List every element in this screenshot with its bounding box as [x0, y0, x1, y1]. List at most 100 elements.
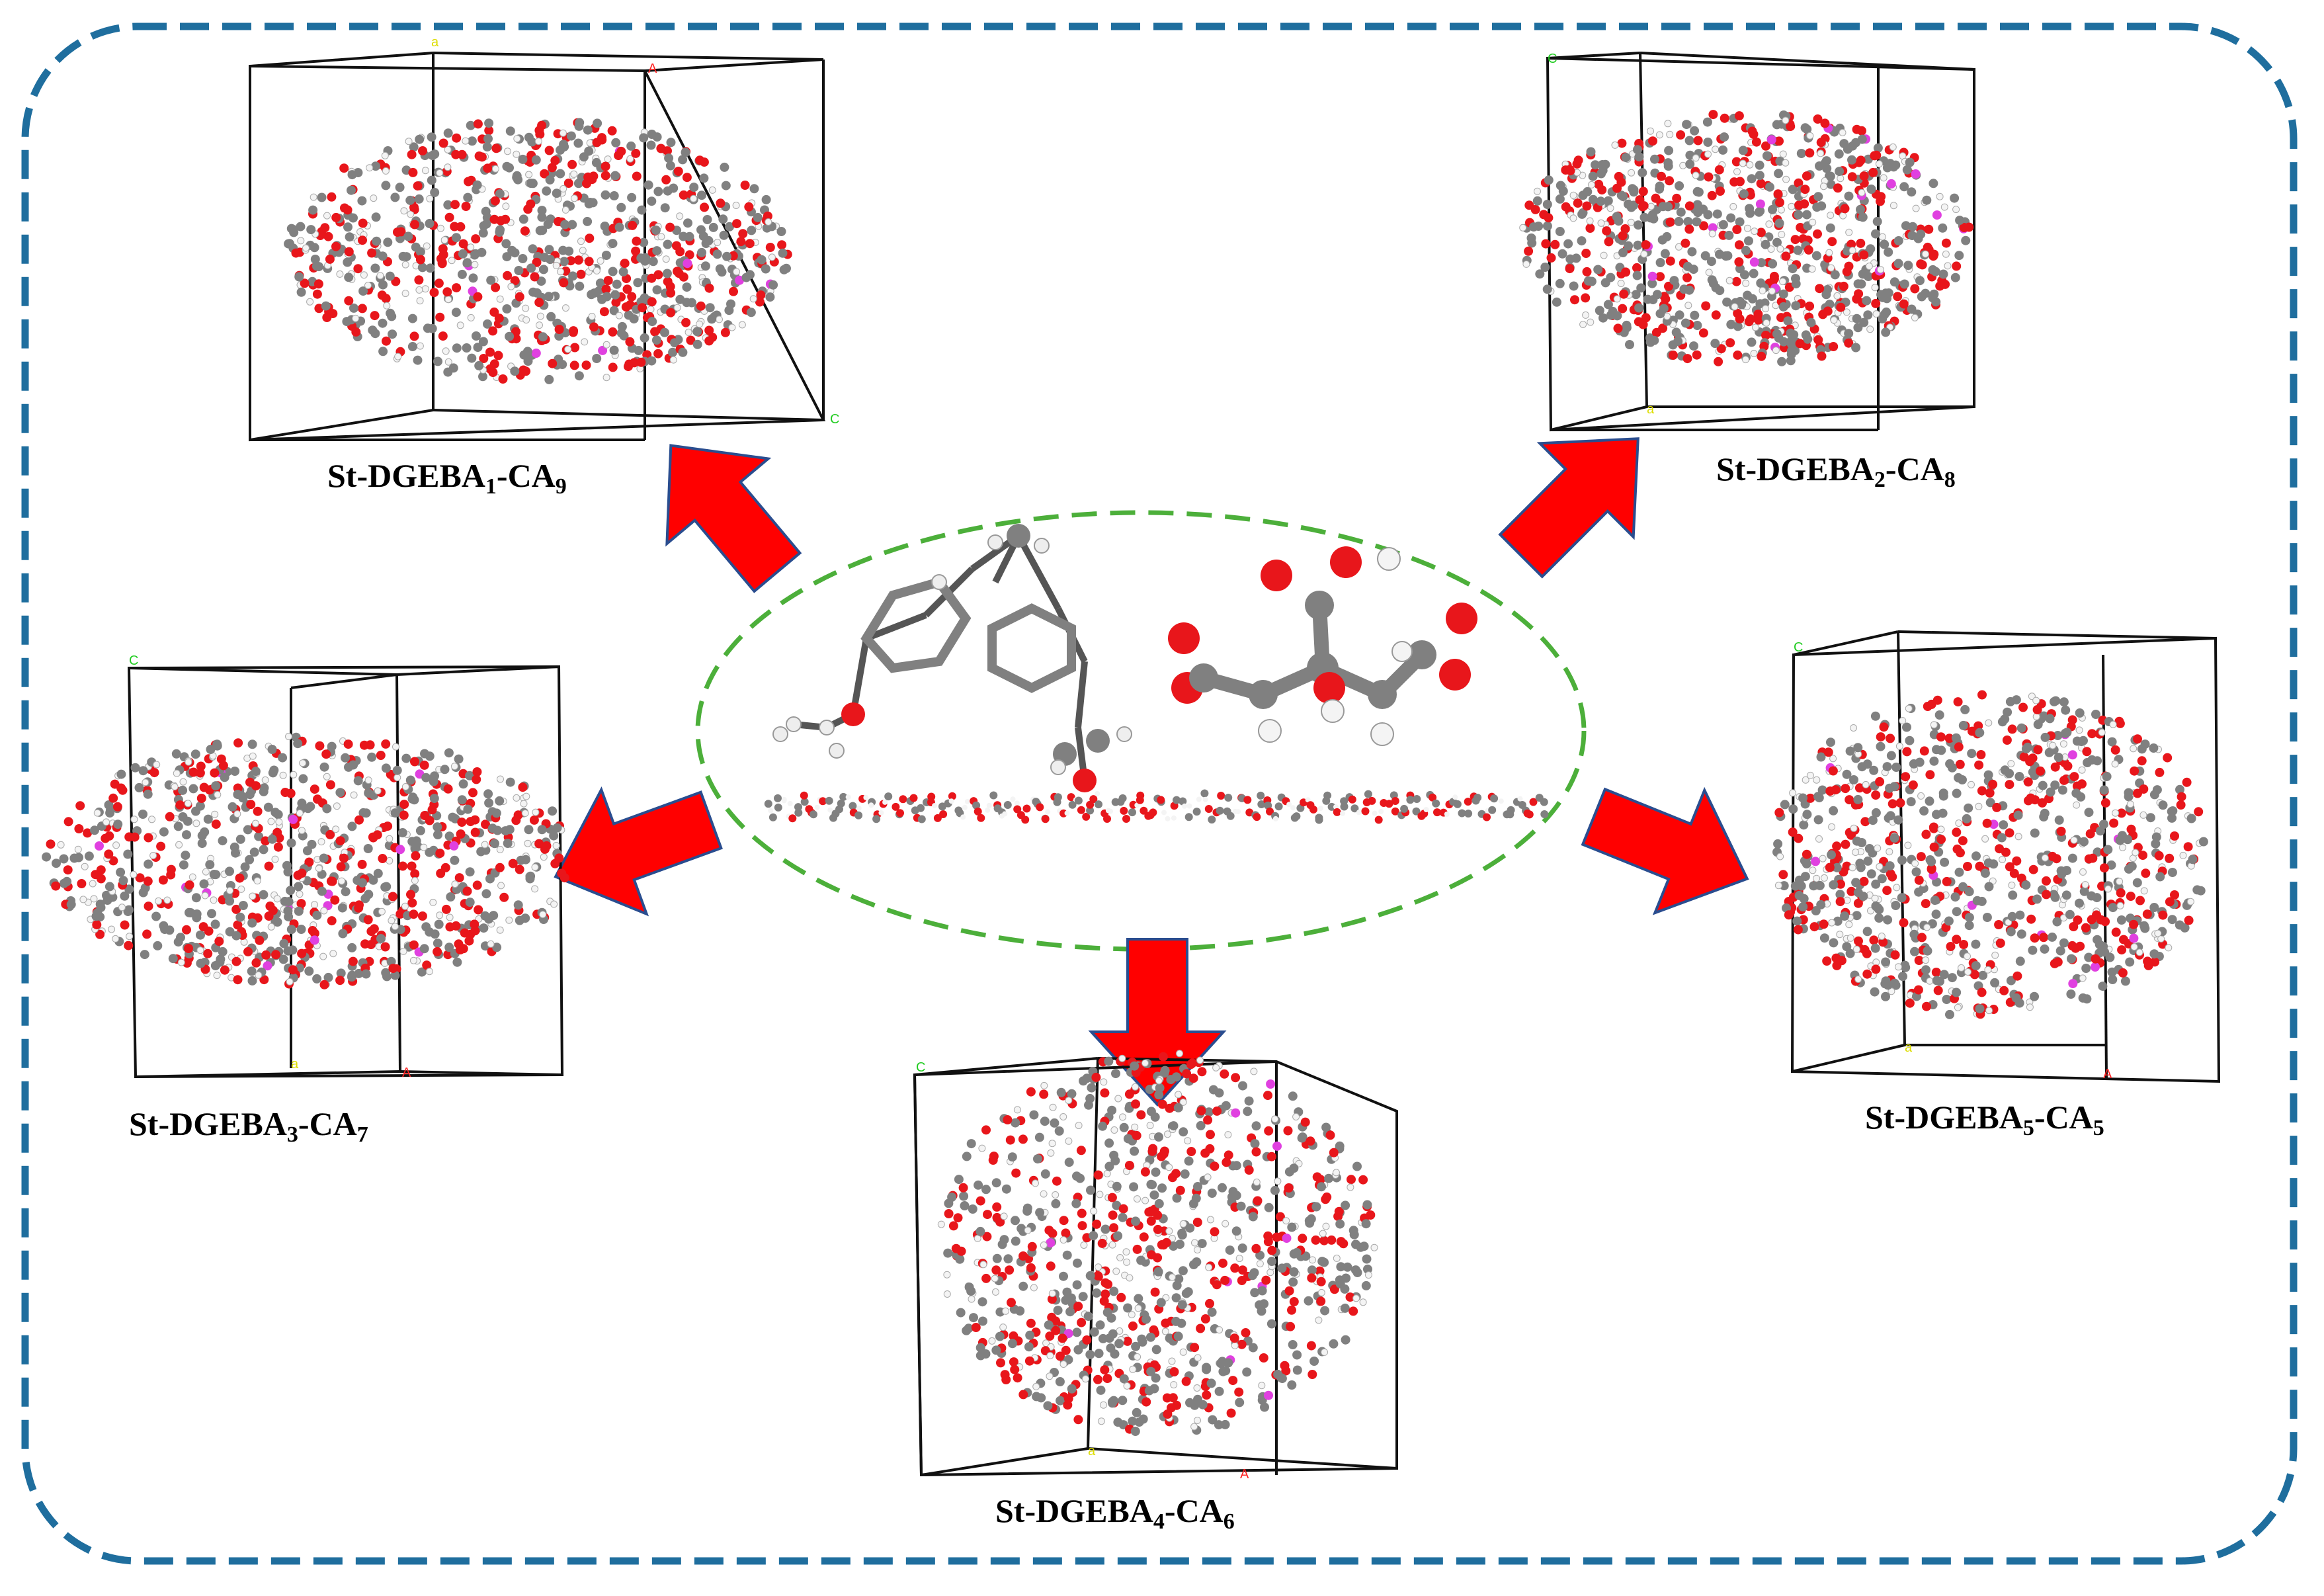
svg-text:C: C [830, 412, 839, 427]
starch-atom [878, 810, 884, 816]
starch-atom [1391, 797, 1399, 805]
svg-text:C: C [129, 653, 138, 668]
dgeba-atoms [772, 524, 1132, 792]
starch-atom [974, 807, 982, 816]
starch-atom [1348, 795, 1356, 804]
svg-text:A: A [402, 1066, 411, 1080]
starch-atom [989, 791, 998, 800]
starch-atom [814, 804, 820, 810]
citric-acid-molecule [1168, 546, 1477, 746]
starch-atom [1128, 808, 1136, 817]
starch-atom [899, 795, 907, 804]
starch-atom [1182, 803, 1187, 809]
starch-atom [1361, 807, 1370, 816]
starch-atom [1412, 807, 1421, 816]
starch-atom [1179, 797, 1187, 806]
starch-atom [1120, 806, 1128, 815]
dgeba-rings [860, 576, 1076, 693]
starch-atom [1327, 802, 1336, 811]
starch-atom [837, 799, 845, 808]
model-box-3 [127, 665, 564, 1079]
starch-atom [1002, 811, 1008, 817]
starch-atom [1540, 810, 1549, 818]
starch-atom [827, 807, 833, 813]
starch-atom [1192, 808, 1201, 816]
starch-atom [1149, 808, 1157, 817]
starch-atom [819, 797, 827, 806]
starch-atom [863, 794, 869, 800]
starch-atom [1507, 806, 1515, 814]
starch-atom [856, 805, 862, 811]
starch-atom [1433, 808, 1441, 817]
starch-atom [1208, 816, 1216, 824]
starch-atom [781, 798, 787, 804]
starch-atom [774, 803, 782, 812]
model-label-4: St-DGEBA4-CA6 [995, 1492, 1235, 1534]
starch-atom [1432, 799, 1440, 808]
starch-atom [1391, 807, 1399, 816]
model-label-2-wrap: St-DGEBA2-CA8 [1716, 450, 1956, 492]
starch-atom [839, 792, 848, 801]
model-label-5-wrap: St-DGEBA5-CA5 [1865, 1099, 2104, 1140]
starch-atom [1122, 815, 1130, 823]
starch-atom [948, 792, 956, 800]
starch-atom [1372, 810, 1378, 816]
model-label-4-wrap: St-DGEBA4-CA6 [995, 1492, 1235, 1534]
starch-atom [764, 800, 772, 808]
starch-atom [1340, 810, 1346, 816]
starch-atom [1340, 797, 1349, 806]
molecular-cluster-4 [937, 1050, 1378, 1436]
starch-atom [1498, 798, 1504, 804]
starch-atom [1290, 805, 1296, 811]
starch-atom [882, 799, 888, 805]
starch-atom [1286, 802, 1292, 808]
starch-atom [1540, 798, 1548, 806]
svg-text:A: A [648, 62, 657, 76]
starch-atom [809, 810, 817, 819]
svg-text:a: a [1905, 1040, 1913, 1055]
starch-atom [1140, 806, 1148, 815]
arrows [554, 437, 1749, 1107]
starch-atom [1368, 796, 1376, 805]
starch-atom [768, 808, 774, 814]
starch-atom [1086, 806, 1095, 815]
model-box-2 [1546, 52, 1975, 432]
starch-atom [964, 799, 970, 804]
starch-atom [1054, 793, 1062, 802]
starch-atom [1086, 800, 1095, 809]
starch-atom [939, 810, 948, 818]
starch-atom [1108, 808, 1113, 814]
svg-text:C: C [916, 1060, 925, 1075]
starch-atom [1483, 813, 1491, 821]
starch-atom [1068, 800, 1077, 809]
starch-atom [1292, 812, 1301, 821]
starch-atom [1400, 804, 1409, 813]
starch-atom [1309, 805, 1317, 814]
starch-atom [1184, 813, 1193, 821]
starch-atom [917, 815, 926, 823]
starch-atom [1200, 789, 1209, 798]
starch-atom [1202, 796, 1208, 802]
molecular-cluster-3 [42, 732, 569, 989]
starch-atom [985, 807, 991, 813]
svg-text:a: a [1088, 1444, 1096, 1458]
starch-atom [1429, 793, 1437, 802]
starch-atom [1305, 797, 1311, 803]
arrow-to-model-2 [1498, 437, 1639, 579]
starch-atom [1103, 815, 1111, 823]
starch-atom [1490, 794, 1499, 803]
starch-atom [1350, 804, 1359, 813]
starch-atom [1136, 796, 1144, 804]
starch-atom [854, 811, 863, 819]
starch-atom [1010, 796, 1016, 802]
starch-atom [1161, 810, 1167, 816]
model-label-1-wrap: St-DGEBA1-CA9 [327, 457, 567, 499]
molecular-cluster-1 [284, 118, 792, 384]
svg-text:C: C [1794, 640, 1803, 655]
starch-atom [1243, 796, 1252, 804]
starch-atom [1204, 805, 1213, 813]
starch-atom [1444, 812, 1450, 817]
model-box-1 [249, 52, 826, 442]
starch-atom [1013, 805, 1022, 814]
starch-atom [1488, 806, 1497, 814]
